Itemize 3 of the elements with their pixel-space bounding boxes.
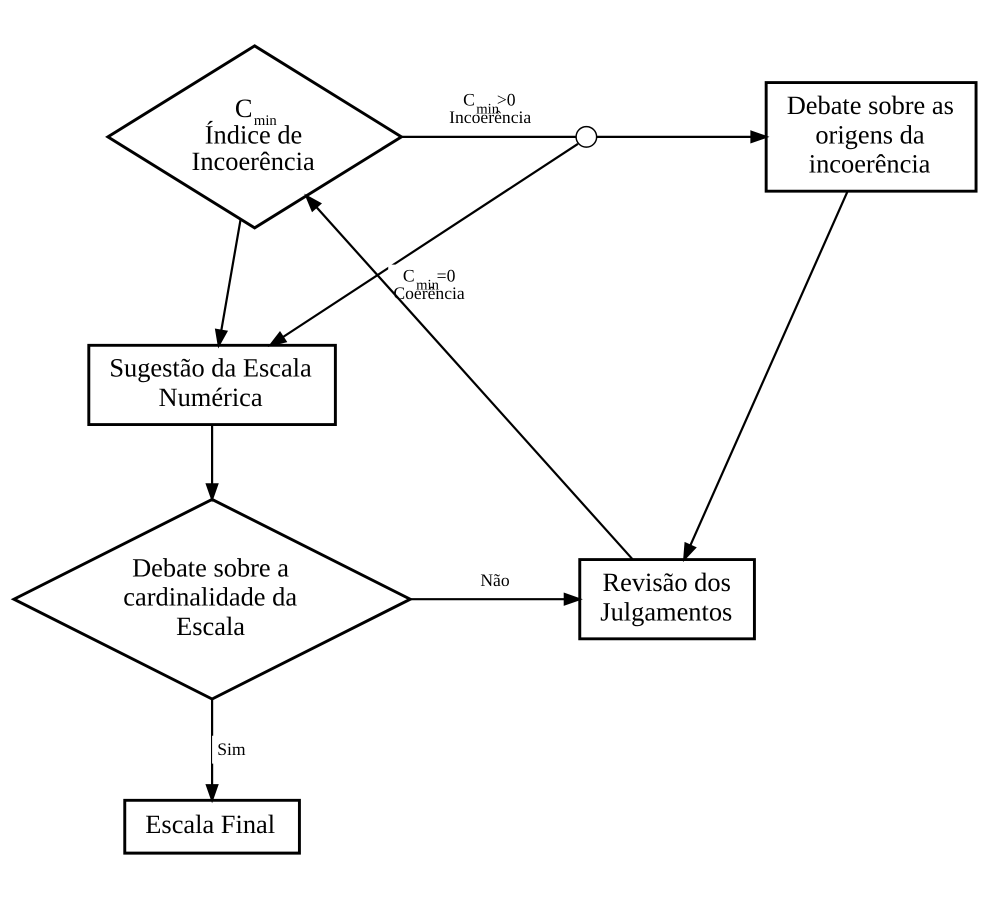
edge-label: Não bbox=[480, 570, 510, 590]
edge-label: C$_{min}$>0 Incoerência bbox=[449, 88, 532, 127]
edge-label: Sim bbox=[217, 738, 246, 758]
